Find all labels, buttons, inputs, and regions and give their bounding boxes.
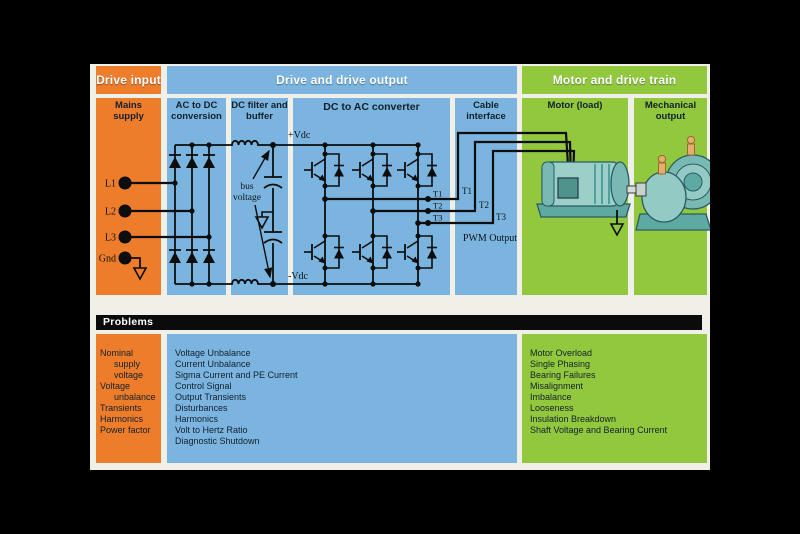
problem-item: Harmonics bbox=[175, 414, 219, 424]
section-header-motor-train: Motor and drive train bbox=[522, 66, 707, 94]
problem-item: Diagnostic Shutdown bbox=[175, 436, 260, 446]
problem-item: Shaft Voltage and Bearing Current bbox=[530, 425, 668, 435]
problem-item: Motor Overload bbox=[530, 348, 593, 358]
diagram-stage: Drive input Drive and drive output Motor… bbox=[90, 64, 710, 470]
column-mechanical-output: Mechanical output bbox=[634, 98, 707, 295]
column-header-mains-supply: Mains supply bbox=[113, 100, 144, 122]
problem-item: Transients bbox=[100, 403, 142, 413]
section-header-drive-output: Drive and drive output bbox=[167, 66, 517, 94]
problem-item: Looseness bbox=[530, 403, 574, 413]
column-motor-load: Motor (load) bbox=[522, 98, 628, 295]
column-header-motor-load: Motor (load) bbox=[547, 100, 603, 111]
problems-title-bar: Problems bbox=[96, 315, 702, 330]
section-header-drive-input: Drive input bbox=[96, 66, 161, 94]
problem-item: Control Signal bbox=[175, 381, 232, 391]
problem-item: Volt to Hertz Ratio bbox=[175, 425, 248, 435]
column-header-dc-to-ac: DC to AC converter bbox=[323, 101, 420, 113]
problem-item: Misalignment bbox=[530, 381, 584, 391]
problem-item: Sigma Current and PE Current bbox=[175, 370, 298, 380]
problem-item: Single Phasing bbox=[530, 359, 591, 369]
column-header-cable-interface: Cable interface bbox=[466, 100, 506, 122]
column-mains-supply: Mains supply bbox=[96, 98, 161, 295]
problem-item: Voltage Unbalance bbox=[175, 348, 251, 358]
column-dc-to-ac: DC to AC converter bbox=[293, 98, 450, 295]
problem-item: Voltage unbalance bbox=[100, 381, 156, 402]
column-ac-to-dc: AC to DC conversion bbox=[167, 98, 226, 295]
column-header-dc-filter: DC filter and buffer bbox=[231, 100, 288, 122]
problem-item: Bearing Failures bbox=[530, 370, 596, 380]
problem-item: Insulation Breakdown bbox=[530, 414, 617, 424]
column-dc-filter: DC filter and buffer bbox=[231, 98, 288, 295]
column-header-mechanical-output: Mechanical output bbox=[644, 100, 697, 122]
column-header-ac-to-dc: AC to DC conversion bbox=[171, 100, 222, 122]
problem-item: Imbalance bbox=[530, 392, 572, 402]
problem-item: Current Unbalance bbox=[175, 359, 251, 369]
problem-item: Output Transients bbox=[175, 392, 247, 402]
problem-item: Power factor bbox=[100, 425, 151, 435]
problem-item: Harmonics bbox=[100, 414, 144, 424]
problem-item: Nominal supply voltage bbox=[100, 348, 144, 380]
problem-item: Disturbances bbox=[175, 403, 228, 413]
column-cable-interface: Cable interface bbox=[455, 98, 517, 295]
